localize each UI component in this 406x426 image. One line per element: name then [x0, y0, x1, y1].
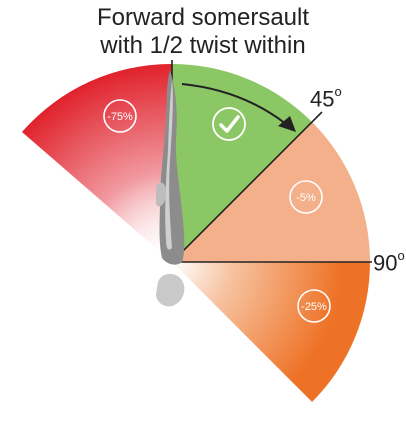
- zone-label-mid: -5%: [296, 192, 316, 204]
- line-45: [171, 111, 323, 263]
- angle-90-unit: o: [397, 248, 405, 263]
- angle-45-unit: o: [334, 84, 342, 99]
- angle-90-value: 90: [373, 250, 398, 276]
- zone-ok: [172, 64, 312, 262]
- zone-low: [172, 262, 370, 402]
- checkmark-group: [212, 107, 246, 141]
- title-line-1: Forward somersault: [96, 4, 310, 31]
- zone-backward: [22, 63, 172, 262]
- title-line-2: with 1/2 twist within: [100, 32, 306, 59]
- angle-label-90: 90o: [373, 248, 405, 276]
- label-low-group: -25%: [297, 289, 331, 323]
- angle-45-value: 45: [310, 86, 335, 112]
- diver-figure-icon: [156, 70, 185, 307]
- checkmark-icon: [219, 115, 240, 133]
- angle-label-45: 45o: [310, 84, 342, 112]
- arrow-head-icon: [278, 116, 296, 132]
- label-backward-group: -75%: [103, 99, 137, 133]
- label-mid-group: -5%: [289, 180, 323, 214]
- zone-label-low: -25%: [301, 301, 327, 313]
- rotation-arrow: [181, 83, 287, 125]
- zone-mid: [172, 122, 370, 262]
- zone-label-backward: -75%: [107, 111, 133, 123]
